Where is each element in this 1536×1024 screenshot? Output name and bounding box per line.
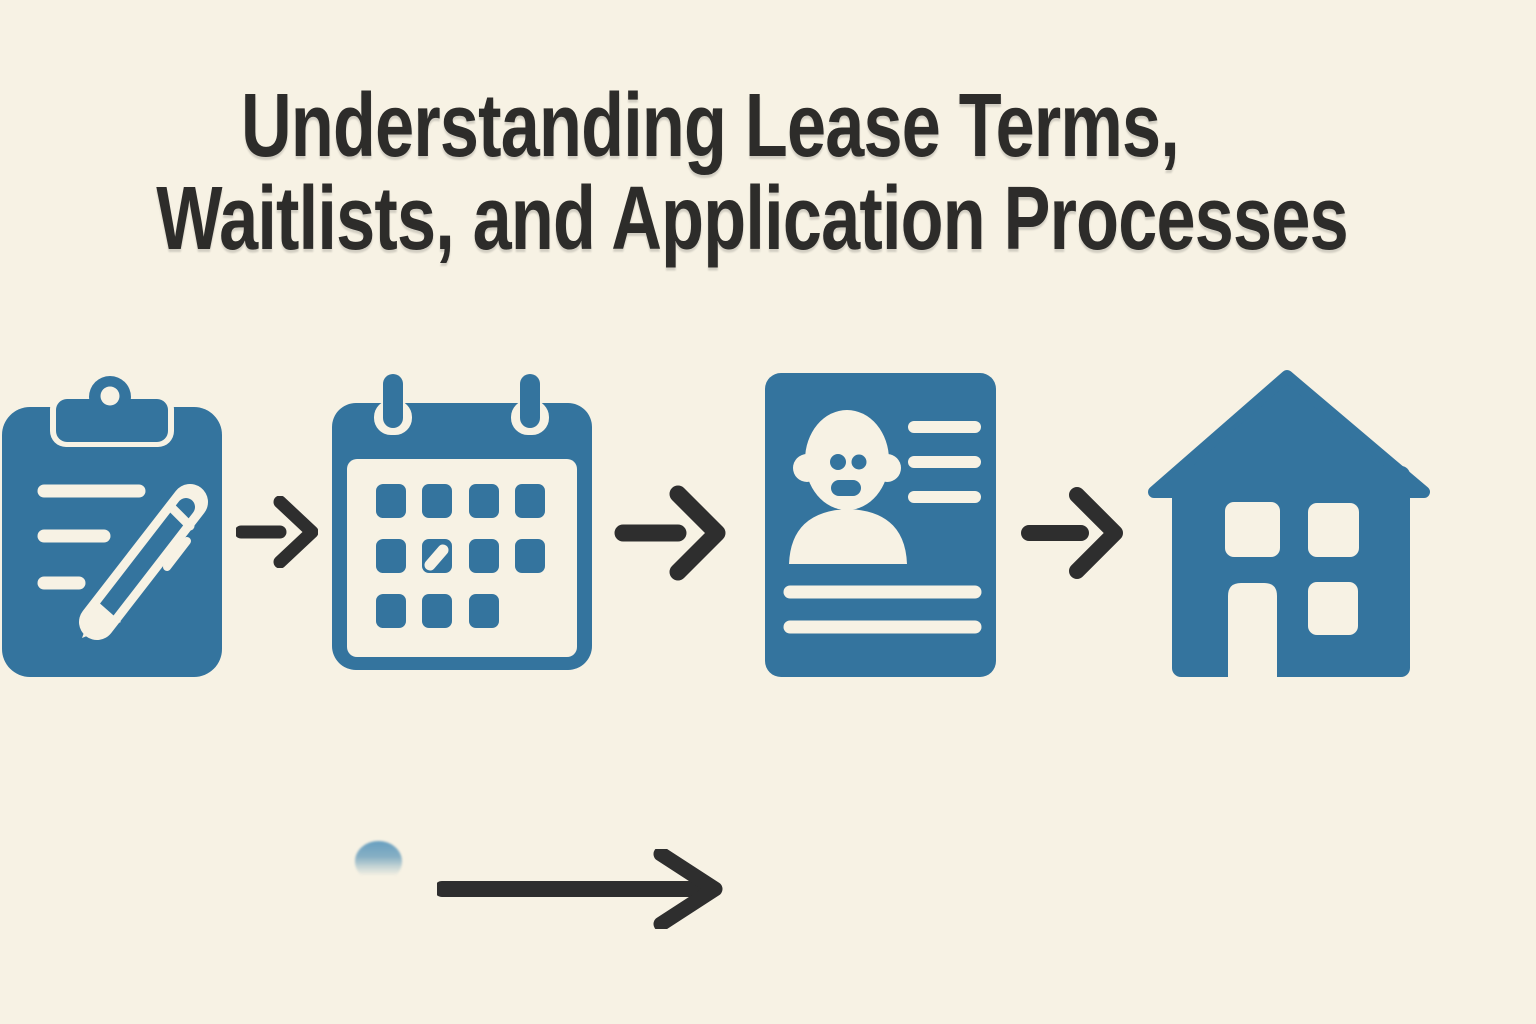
right-arrow-icon xyxy=(236,496,318,568)
right-arrow-icon xyxy=(614,485,726,581)
applicant-document-icon xyxy=(765,373,996,677)
blue-dot xyxy=(355,841,402,882)
right-arrow-icon xyxy=(1021,487,1123,579)
calendar-icon xyxy=(332,374,592,670)
clipboard-pen-icon xyxy=(2,370,222,677)
house-icon xyxy=(1148,370,1430,677)
page-title-line2: Waitlists, and Application Processes xyxy=(156,169,1348,269)
page-title: Understanding Lease Terms, Waitlists, an… xyxy=(0,80,1420,266)
long-right-arrow-icon xyxy=(437,849,723,929)
page-title-line1: Understanding Lease Terms, xyxy=(240,76,1180,176)
